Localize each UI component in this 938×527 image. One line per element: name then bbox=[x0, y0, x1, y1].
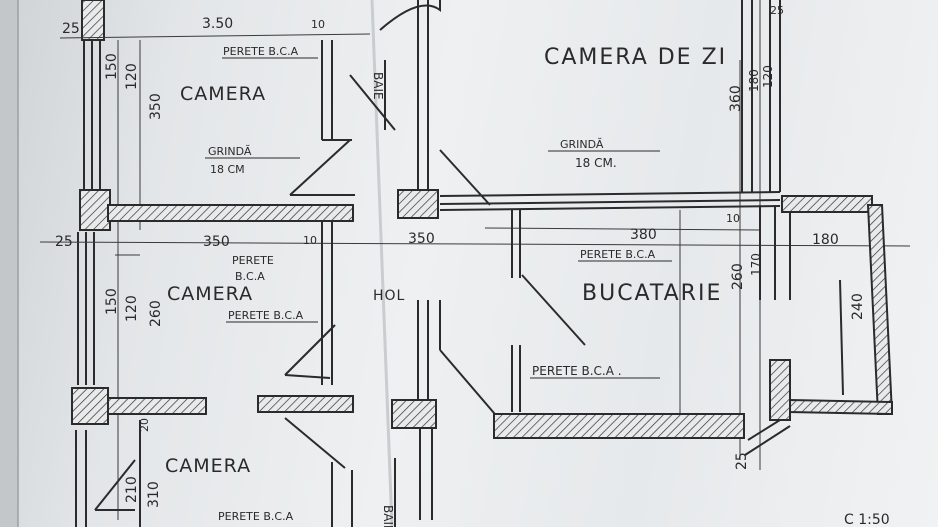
dim-380: 380 bbox=[630, 227, 657, 243]
room-label-bucatarie: BUCATARIE bbox=[582, 281, 722, 306]
note-grinda-left-size: 18 CM bbox=[210, 163, 245, 176]
dim-170-right: 170 bbox=[749, 253, 763, 276]
page-edge bbox=[0, 0, 18, 527]
dim-180-right: 180 bbox=[747, 69, 761, 92]
dim-120-b: 120 bbox=[124, 295, 140, 322]
dim-150-b: 150 bbox=[104, 288, 120, 315]
dim-10-mid: 10 bbox=[303, 234, 317, 247]
dim-210: 210 bbox=[124, 476, 140, 503]
dim-25-bottom: 25 bbox=[734, 452, 750, 470]
page-fold-line bbox=[370, 0, 394, 527]
dim-350-mid: 350 bbox=[203, 234, 230, 250]
dim-240: 240 bbox=[850, 293, 866, 320]
dim-120-a: 120 bbox=[124, 63, 140, 90]
note-perete-top: PERETE B.C.A bbox=[223, 45, 299, 58]
room-label-baie-top: BAIE bbox=[371, 72, 385, 100]
dim-20: 20 bbox=[138, 418, 151, 432]
note-grinda-right-size: 18 CM. bbox=[575, 156, 617, 170]
dim-25-right: 25 bbox=[770, 4, 784, 17]
note-grinda-left: GRINDĂ bbox=[208, 145, 252, 158]
note-perete-mid-1: PERETE bbox=[232, 254, 274, 267]
annotations: PERETE B.C.A GRINDĂ 18 CM GRINDĂ 18 CM. … bbox=[205, 45, 890, 527]
dim-260-b: 260 bbox=[148, 300, 164, 327]
interior-walls bbox=[94, 0, 894, 527]
dim-350-hol: 350 bbox=[408, 231, 435, 247]
room-label-hol: HOL bbox=[373, 288, 405, 304]
dim-260-right: 260 bbox=[730, 263, 746, 290]
dimension-lines bbox=[39, 0, 911, 520]
room-label-camera-middle: CAMERA bbox=[167, 283, 253, 305]
dim-360: 360 bbox=[728, 85, 744, 112]
dim-10-top: 10 bbox=[311, 18, 325, 31]
room-label-camera-de-zi: CAMERA DE ZI bbox=[544, 45, 727, 70]
dim-180: 180 bbox=[812, 232, 839, 248]
dim-120-right: 120 bbox=[761, 65, 775, 88]
scale-label: C 1:50 bbox=[844, 512, 890, 527]
note-perete-mid-2: B.C.A bbox=[235, 270, 265, 283]
dim-310: 310 bbox=[146, 481, 162, 508]
note-perete-bottom: PERETE B.C.A bbox=[218, 510, 294, 523]
dim-10-kitchen: 10 bbox=[726, 212, 740, 225]
dim-150-a: 150 bbox=[104, 53, 120, 80]
note-perete-left-lower: PERETE B.C.A bbox=[228, 309, 304, 322]
room-label-baie-bottom: BAIE bbox=[381, 505, 395, 527]
room-label-camera-bottom: CAMERA bbox=[165, 455, 251, 477]
dimension-labels: 25 3.50 10 150 120 350 25 350 10 150 120… bbox=[55, 4, 866, 508]
note-perete-kitchen-bottom: PERETE B.C.A . bbox=[532, 364, 622, 378]
note-perete-kitchen-top: PERETE B.C.A bbox=[580, 248, 656, 261]
room-label-camera-top: CAMERA bbox=[180, 83, 266, 105]
dim-25-mid: 25 bbox=[55, 234, 73, 250]
dim-350-vertical: 350 bbox=[148, 93, 164, 120]
dim-25-top: 25 bbox=[62, 21, 80, 37]
dim-350-top: 3.50 bbox=[202, 16, 233, 32]
note-grinda-right: GRINDĂ bbox=[560, 138, 604, 151]
